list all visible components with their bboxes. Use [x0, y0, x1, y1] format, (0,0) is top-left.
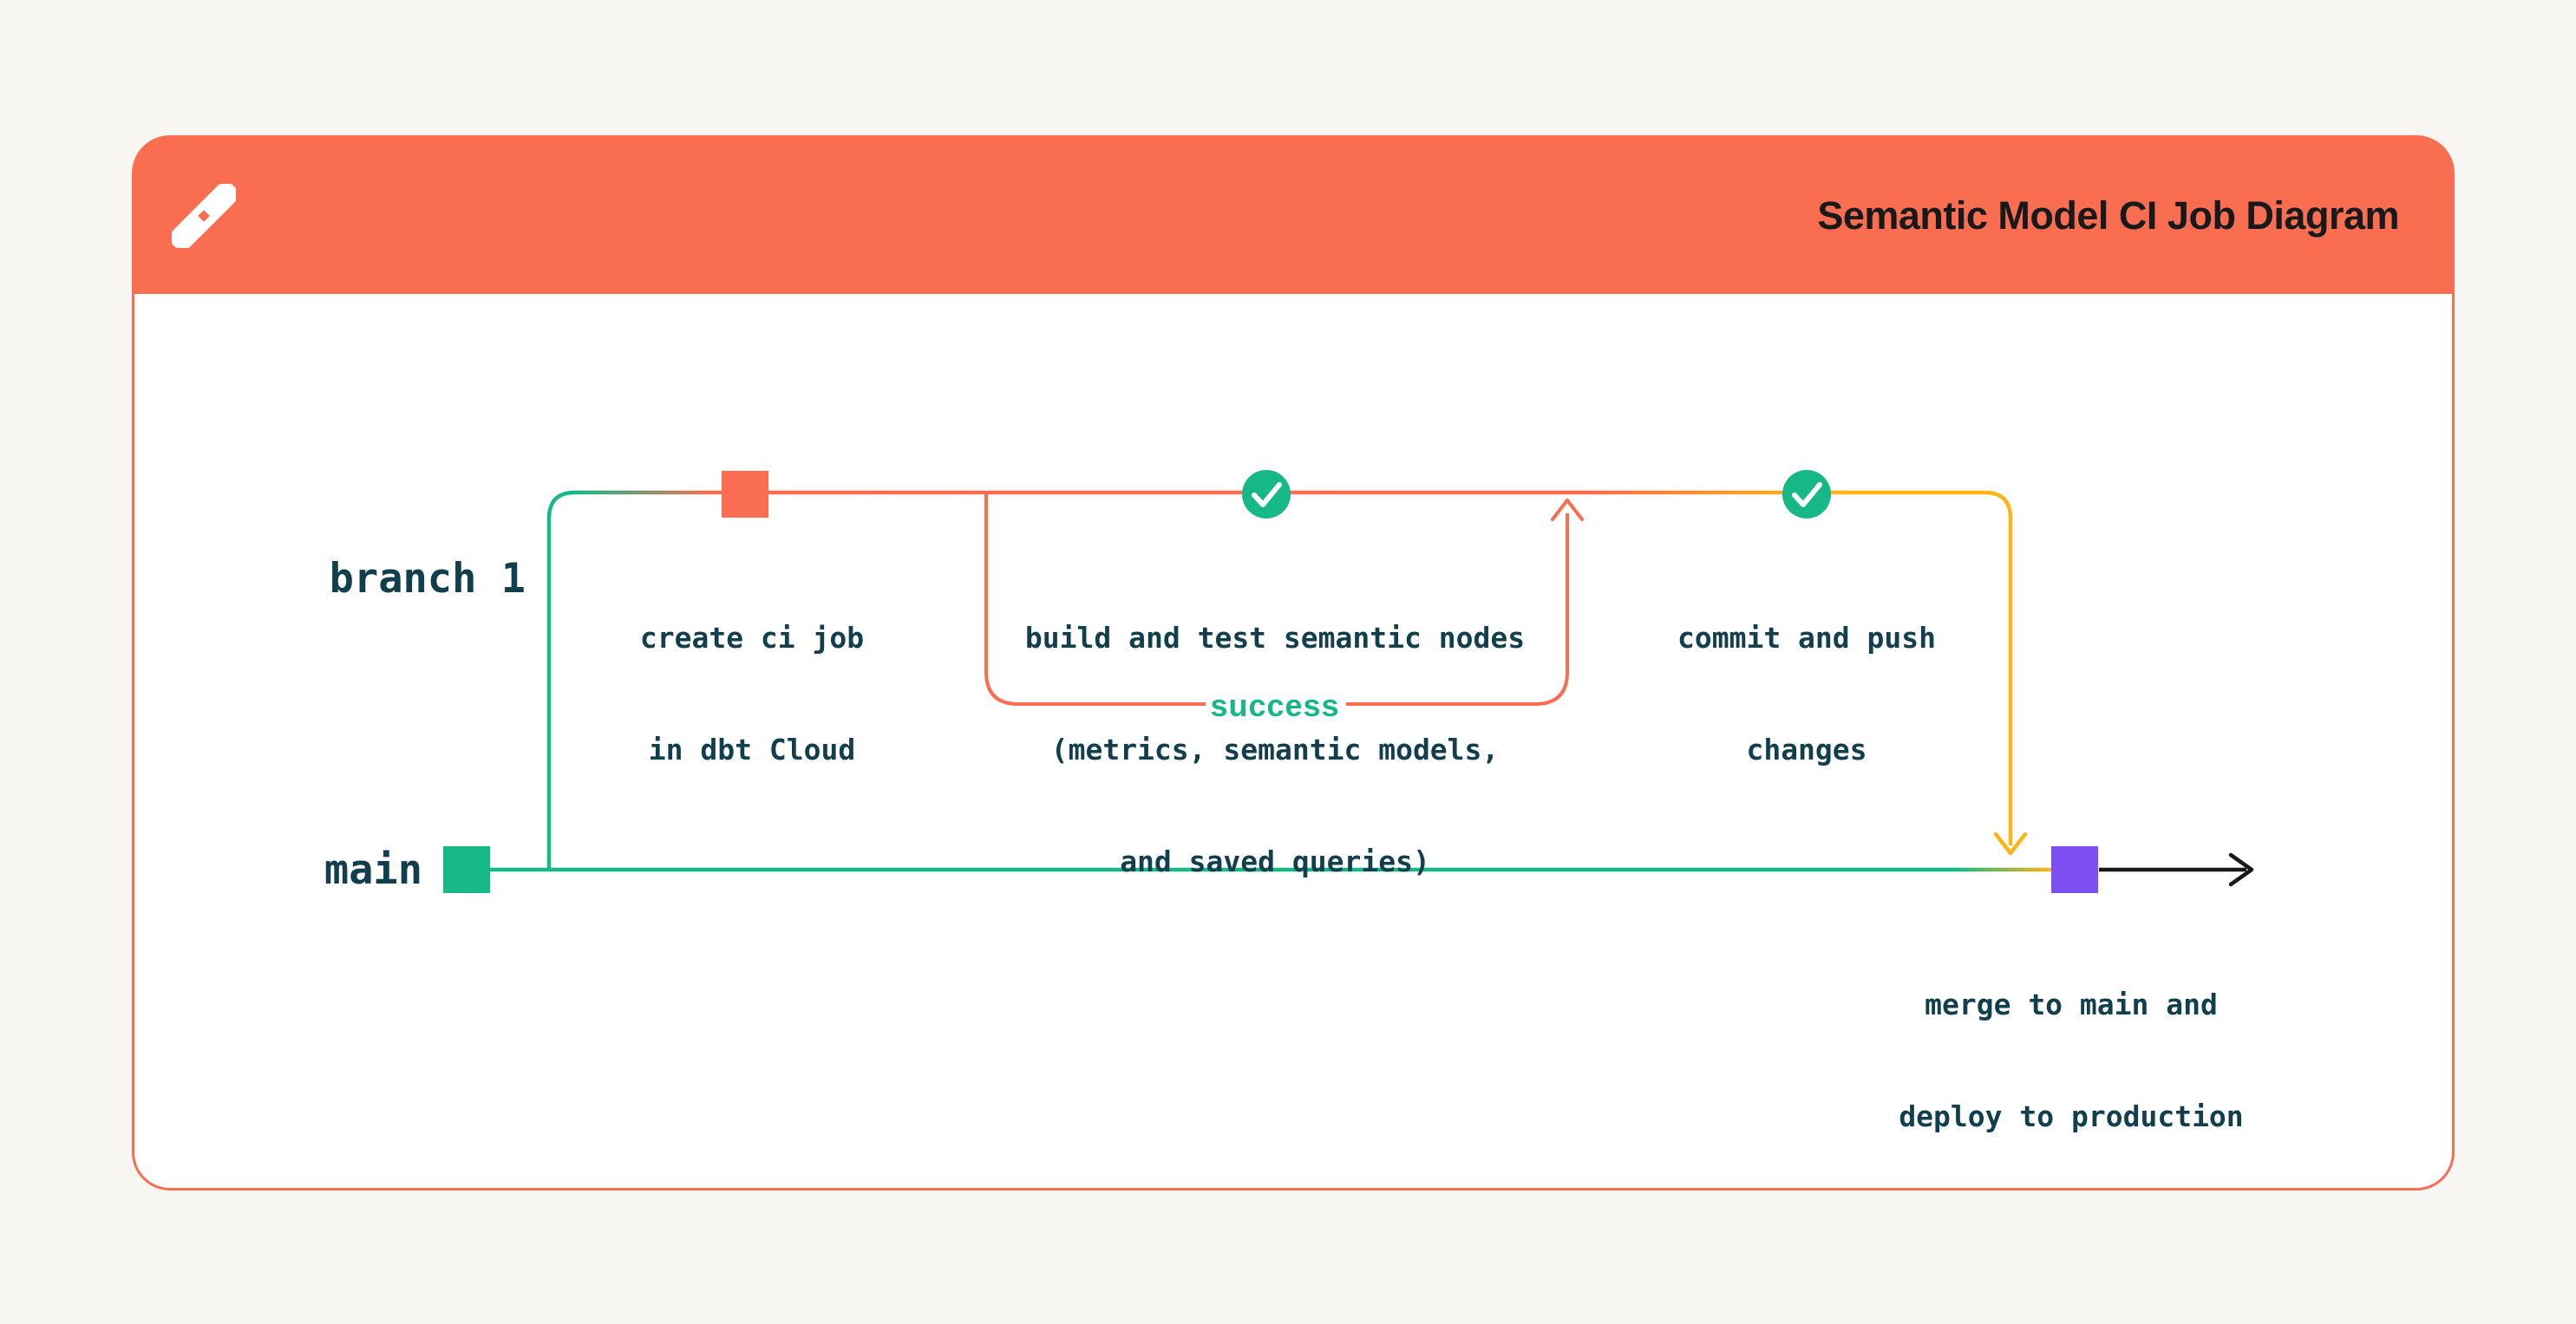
page-title: Semantic Model CI Job Diagram — [1817, 192, 2399, 238]
branch-1-label: branch 1 — [329, 555, 526, 603]
node-label-create-ci: create ci job in dbt Cloud — [639, 621, 865, 766]
dbt-logo-icon — [172, 183, 236, 248]
diagram-card: Semantic Model CI Job Diagram — [132, 135, 2455, 1190]
node-label-merge-deploy: merge to main and deploy to production — [1899, 988, 2244, 1133]
node-label-commit-push: commit and push changes — [1677, 621, 1936, 766]
success-label: success — [1210, 688, 1340, 723]
card-header: Semantic Model CI Job Diagram — [134, 137, 2453, 294]
main-label: main — [324, 846, 422, 894]
node-label-build-test: build and test semantic nodes (metrics, … — [1024, 621, 1526, 878]
